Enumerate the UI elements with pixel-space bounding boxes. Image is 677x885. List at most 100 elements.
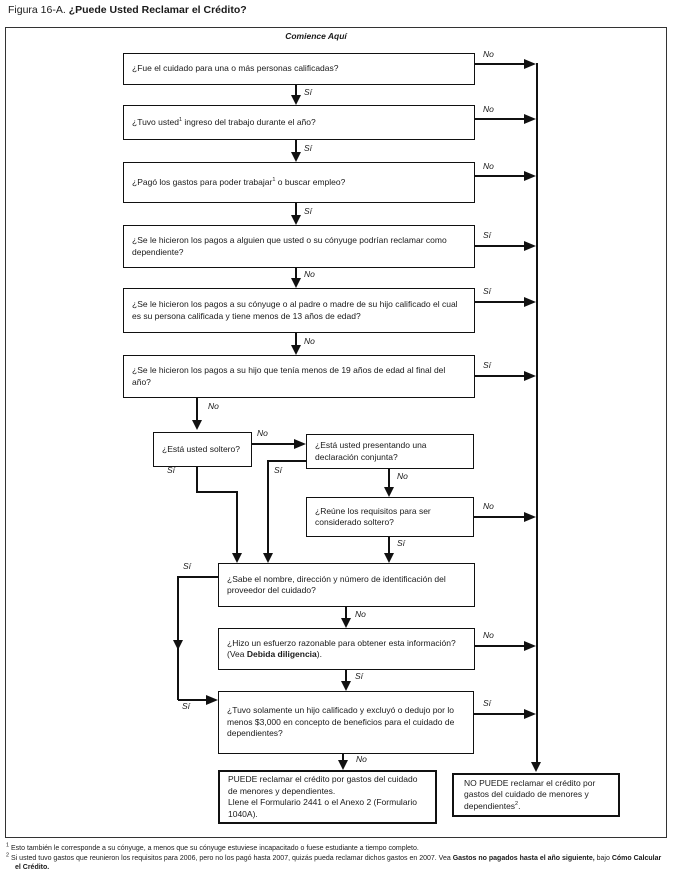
arrowhead-q5-si <box>524 297 536 307</box>
node-q6-payments-to-child-under-19: ¿Se le hicieron los pagos a su hijo que … <box>123 355 475 398</box>
arrowhead-q6-si <box>524 371 536 381</box>
edge-label-q12-si: Sí <box>483 698 492 708</box>
edge-label-q7-si: Sí <box>167 465 176 475</box>
edge-label-q1-si: Sí <box>304 87 313 97</box>
connector-q7-no <box>252 443 294 445</box>
footnote-2-bold-ref-1: Gastos no pagados hasta el año siguiente… <box>452 854 595 862</box>
edge-label-q6-no: No <box>208 401 219 411</box>
node-q10-text: ¿Sabe el nombre, dirección y número de i… <box>227 573 446 596</box>
connector-q8-si-h <box>268 460 306 462</box>
node-q2-post: ingreso del trabajo durante el año? <box>182 116 316 127</box>
edge-label-q10-si-bottom: Sí <box>182 701 191 711</box>
edge-label-q10-no: No <box>355 609 366 619</box>
arrowhead-q9-no <box>524 512 536 522</box>
node-q3-text: ¿Pagó los gastos para poder trabajar1 o … <box>132 177 345 189</box>
arrowhead-q12-si <box>524 709 536 719</box>
node-q7-text: ¿Está usted soltero? <box>162 443 240 454</box>
node-q11-post: ). <box>316 649 322 659</box>
node-can-claim-credit: PUEDE reclamar el crédito por gastos del… <box>218 770 437 824</box>
arrowhead-q10-si-to-q12 <box>206 695 218 705</box>
arrowhead-q11-si <box>340 681 351 691</box>
node-q2-text: ¿Tuvo usted1 ingreso del trabajo durante… <box>132 117 316 129</box>
arrowhead-q5-no <box>290 345 301 355</box>
connector-q8-si-v <box>267 460 269 554</box>
node-q9-considered-unmarried: ¿Reúne los requisitos para ser considera… <box>306 497 474 537</box>
edge-label-q4-si: Sí <box>483 230 492 240</box>
arrowhead-q8-si <box>262 553 273 563</box>
edge-label-q2-no: No <box>483 104 494 114</box>
edge-label-q5-no: No <box>304 336 315 346</box>
footnote-2-marker: 2 <box>6 852 10 859</box>
flowchart-border <box>5 27 667 838</box>
node-q2-footnote-ref: 1 <box>178 116 182 123</box>
edge-label-q8-no: No <box>397 471 408 481</box>
connector-q10-si-h2 <box>178 699 206 701</box>
node-q8-joint-return: ¿Está usted presentando una declaración … <box>306 434 474 469</box>
connector-q5-no <box>295 333 297 346</box>
connector-q8-no <box>388 469 390 488</box>
arrowhead-q6-no <box>191 420 202 430</box>
footnote-1: 1 Esto también le corresponde a su cónyu… <box>6 843 668 854</box>
node-q3-post: o buscar empleo? <box>275 176 346 187</box>
connector-q6-si <box>475 375 524 377</box>
arrowhead-q7-si <box>231 553 242 563</box>
connector-q7-si-v2 <box>236 491 238 554</box>
edge-label-q5-si: Sí <box>483 286 492 296</box>
connector-q1-no <box>475 63 524 65</box>
node-q3-footnote-ref: 1 <box>272 176 276 183</box>
arrowhead-q1-si <box>290 95 301 105</box>
edge-label-q9-si: Sí <box>397 538 406 548</box>
connector-q7-si-h <box>196 491 238 493</box>
connector-q5-si <box>475 301 524 303</box>
arrowhead-q1-no <box>524 59 536 69</box>
arrowhead-q3-si <box>290 215 301 225</box>
footnote-2-bold-ref-2: Cómo Calcular el Crédito. <box>15 854 662 872</box>
arrowhead-collector-to-cannot-claim <box>530 762 541 772</box>
node-q11-bold: Debida diligencia <box>246 649 317 659</box>
arrowhead-q12-no <box>337 760 348 770</box>
arrowhead-q10-si-mid <box>172 640 183 650</box>
connector-q4-si <box>475 245 524 247</box>
connector-q1-si <box>295 85 297 96</box>
footnotes: 1 Esto también le corresponde a su cónyu… <box>6 843 668 873</box>
node-cannot-claim-text: NO PUEDE reclamar el crédito por gastos … <box>464 778 608 813</box>
node-cannot-claim-footnote-ref: 2 <box>515 800 519 807</box>
node-q8-text: ¿Está usted presentando una declaración … <box>315 440 427 462</box>
arrowhead-q9-si <box>383 553 394 563</box>
node-q11-text: ¿Hizo un esfuerzo razonable para obtener… <box>227 638 466 661</box>
footnote-2: 2 Si usted tuvo gastos que reunieron los… <box>6 852 668 873</box>
edge-label-q6-si: Sí <box>483 360 492 370</box>
connector-q3-si <box>295 203 297 216</box>
node-q11-pre: ¿Hizo un esfuerzo razonable para obtener… <box>227 637 456 660</box>
connector-q12-si <box>474 713 524 715</box>
connector-q4-no <box>295 268 297 279</box>
node-can-claim-text: PUEDE reclamar el crédito por gastos del… <box>228 774 427 820</box>
arrowhead-q4-si <box>524 241 536 251</box>
connector-q6-no <box>196 398 198 421</box>
edge-label-q11-no: No <box>483 630 494 640</box>
connector-q11-si <box>345 670 347 682</box>
edge-label-q3-si: Sí <box>304 206 313 216</box>
edge-label-q2-si: Sí <box>304 143 313 153</box>
node-q4-payments-to-dependent: ¿Se le hicieron los pagos a alguien que … <box>123 225 475 268</box>
node-q7-unmarried: ¿Está usted soltero? <box>153 432 252 467</box>
node-q11-due-diligence: ¿Hizo un esfuerzo razonable para obtener… <box>218 628 475 670</box>
connector-q7-si-v1 <box>196 467 198 493</box>
arrowhead-q7-no <box>294 439 306 449</box>
node-q2-earned-income: ¿Tuvo usted1 ingreso del trabajo durante… <box>123 105 475 140</box>
connector-collector-line <box>536 63 538 762</box>
footnote-1-text: Esto también le corresponde a su cónyuge… <box>9 845 419 852</box>
connector-q10-si-v <box>177 576 179 700</box>
figure-title: Figura 16-A. ¿Puede Usted Reclamar el Cr… <box>8 4 247 16</box>
node-q3-expenses-to-work: ¿Pagó los gastos para poder trabajar1 o … <box>123 162 475 203</box>
arrowhead-q11-no <box>524 641 536 651</box>
figure-title-prefix: Figura 16-A. <box>8 4 69 16</box>
edge-label-q9-no: No <box>483 501 494 511</box>
connector-q12-no <box>342 754 344 762</box>
node-can-claim-line2: Llene el Formulario 2441 o el Anexo 2 (F… <box>228 797 417 819</box>
connector-q2-no <box>475 118 524 120</box>
connector-q9-si <box>388 537 390 554</box>
edge-label-q3-no: No <box>483 161 494 171</box>
node-q1-care-qualified-person: ¿Fue el cuidado para una o más personas … <box>123 53 475 85</box>
